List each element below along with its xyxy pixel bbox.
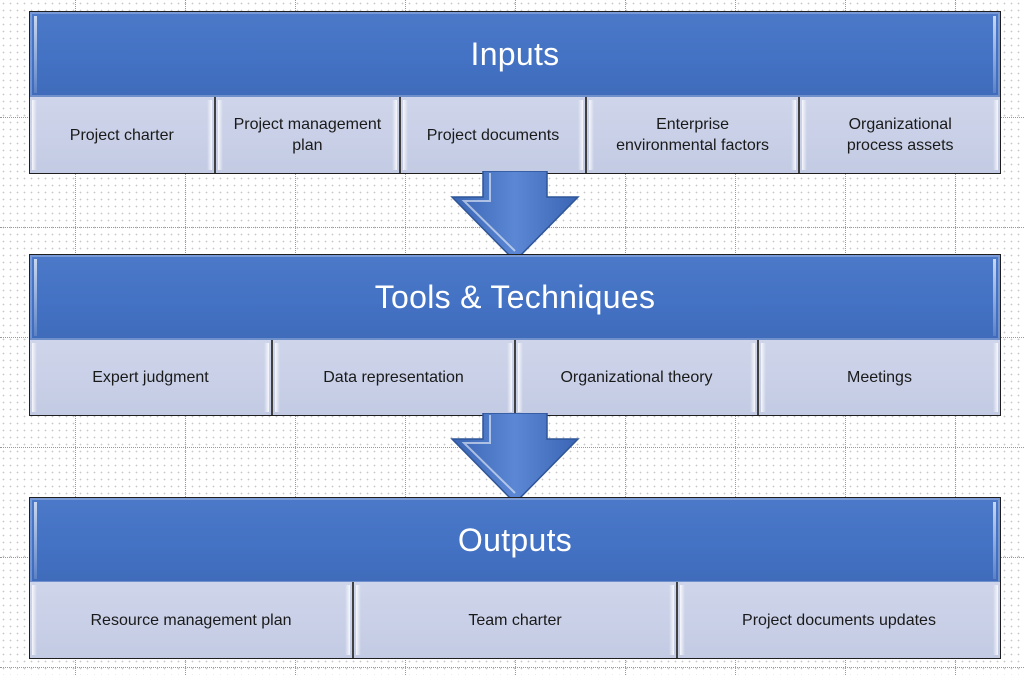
tool-item-meetings: Meetings bbox=[759, 340, 1000, 415]
output-item-team-charter: Team charter bbox=[354, 582, 678, 658]
down-arrow-icon bbox=[450, 171, 580, 263]
outputs-header: Outputs bbox=[30, 498, 1000, 584]
inputs-section: Inputs Project charter Project managemen… bbox=[29, 11, 1001, 174]
tools-techniques-header: Tools & Techniques bbox=[30, 255, 1000, 341]
input-item-project-charter: Project charter bbox=[30, 97, 216, 173]
output-item-project-documents-updates: Project documents updates bbox=[678, 582, 1000, 658]
tools-techniques-section: Tools & Techniques Expert judgment Data … bbox=[29, 254, 1001, 416]
input-item-project-management-plan: Project management plan bbox=[215, 97, 402, 173]
outputs-items: Resource management plan Team charter Pr… bbox=[30, 582, 1000, 658]
tool-item-data-representation: Data representation bbox=[273, 340, 516, 415]
input-item-project-documents: Project documents bbox=[401, 97, 587, 173]
inputs-header: Inputs bbox=[30, 12, 1000, 98]
inputs-items: Project charter Project management plan … bbox=[30, 97, 1000, 173]
input-item-organizational-process-assets: Organizational process assets bbox=[800, 97, 1000, 173]
output-item-resource-management-plan: Resource management plan bbox=[30, 582, 354, 658]
input-item-enterprise-environmental-factors: Enterprise environmental factors bbox=[586, 97, 801, 173]
tool-item-expert-judgment: Expert judgment bbox=[30, 340, 273, 415]
outputs-section: Outputs Resource management plan Team ch… bbox=[29, 497, 1001, 659]
tools-techniques-items: Expert judgment Data representation Orga… bbox=[30, 340, 1000, 415]
tool-item-organizational-theory: Organizational theory bbox=[516, 340, 759, 415]
down-arrow-icon bbox=[450, 413, 580, 505]
